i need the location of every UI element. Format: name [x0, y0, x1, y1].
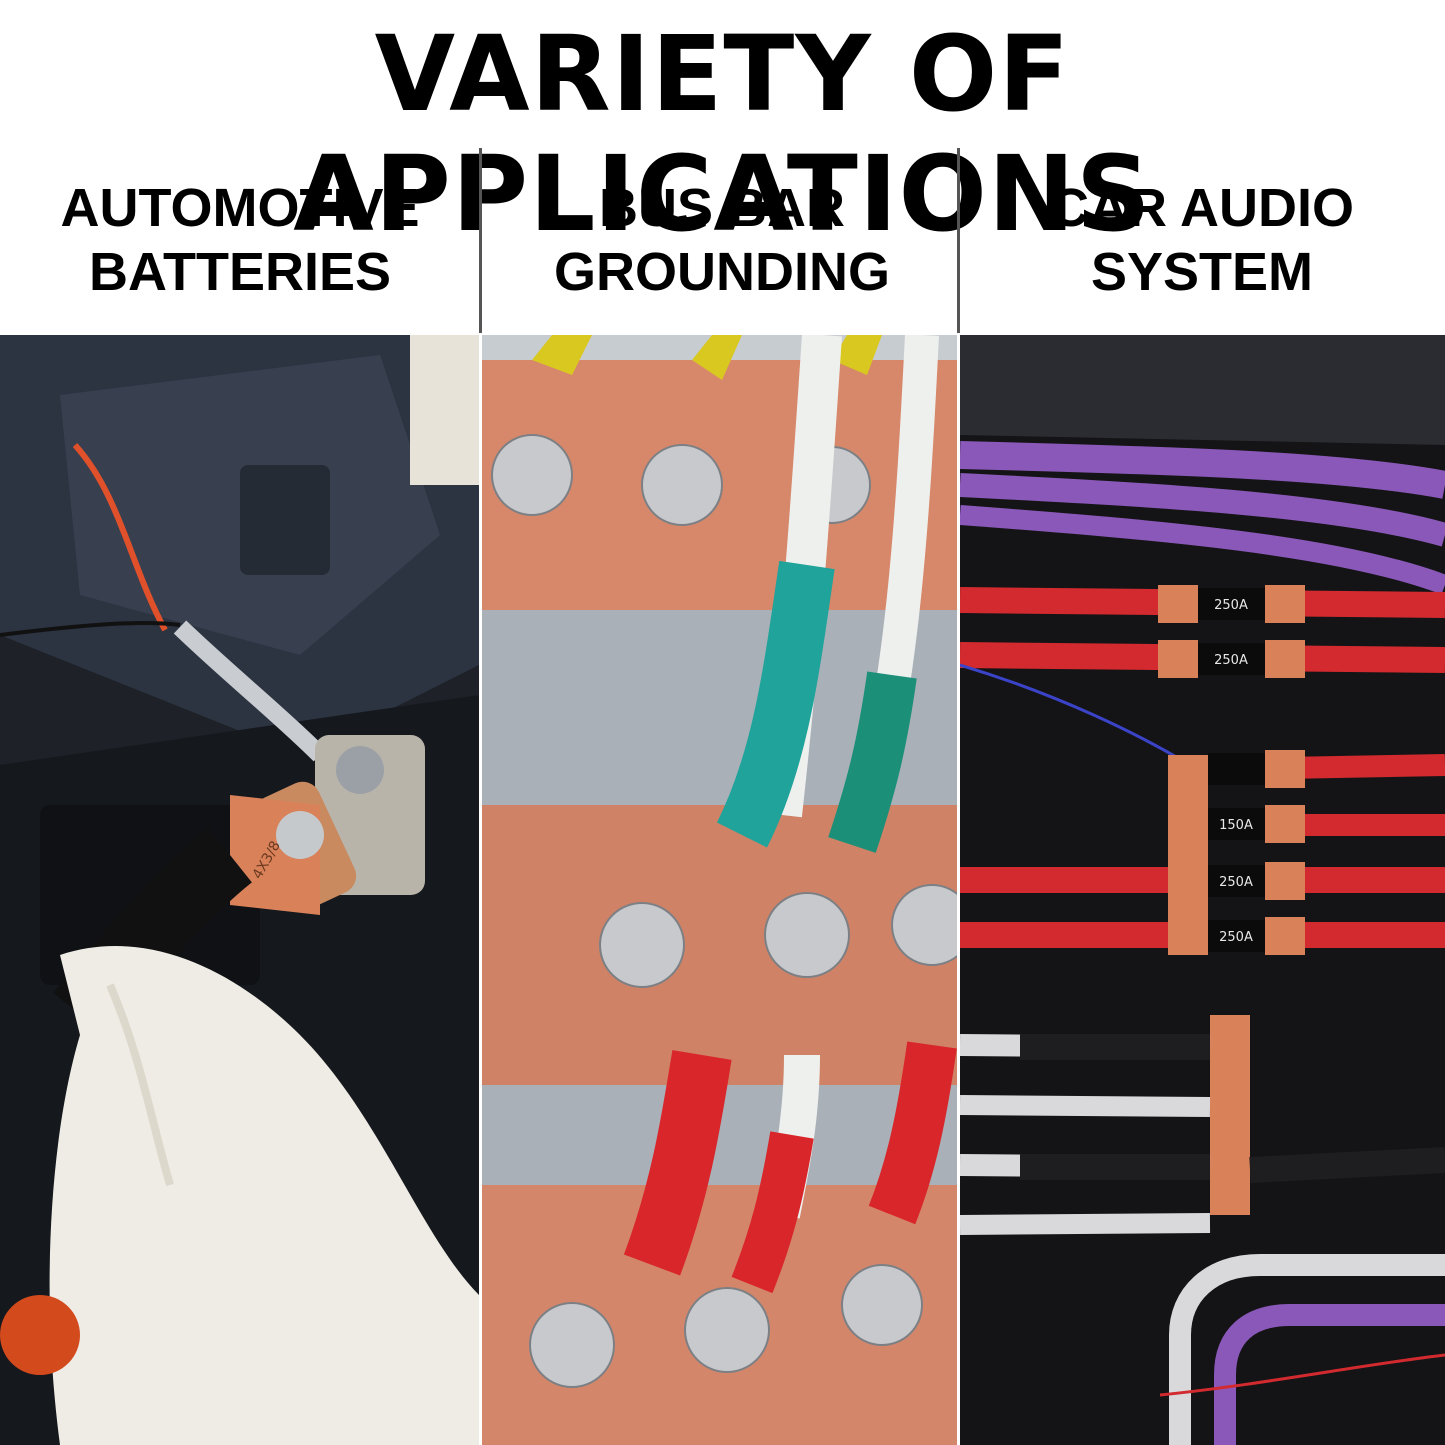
fuse-label: 250A [1219, 930, 1253, 945]
column-heading-label: AUTOMOTIVE BATTERIES [60, 178, 420, 302]
column-heading-bus-bar: BUS BAR GROUNDING [482, 145, 962, 335]
bus-bar-photo [482, 335, 957, 1445]
car-audio-photo: 250A 250A 150A 250A 250A [960, 335, 1445, 1445]
column-heading-car-audio: CAR AUDIO SYSTEM [962, 145, 1442, 335]
automotive-battery-photo: 4X3/8 [0, 335, 479, 1445]
fuse-label: 150A [1219, 818, 1253, 833]
fuse-label: 250A [1214, 653, 1248, 668]
column-heading-automotive: AUTOMOTIVE BATTERIES [0, 145, 480, 335]
column-divider [479, 148, 482, 333]
fuse-label: 250A [1219, 875, 1253, 890]
column-divider [957, 148, 960, 333]
page-title: VARIETY OF APPLICATIONS [293, 13, 1152, 255]
column-heading-label: BUS BAR GROUNDING [554, 178, 890, 302]
column-headers: AUTOMOTIVE BATTERIES BUS BAR GROUNDING C… [0, 145, 1445, 335]
column-heading-label: CAR AUDIO SYSTEM [1050, 178, 1354, 302]
fuse-label: 250A [1214, 598, 1248, 613]
